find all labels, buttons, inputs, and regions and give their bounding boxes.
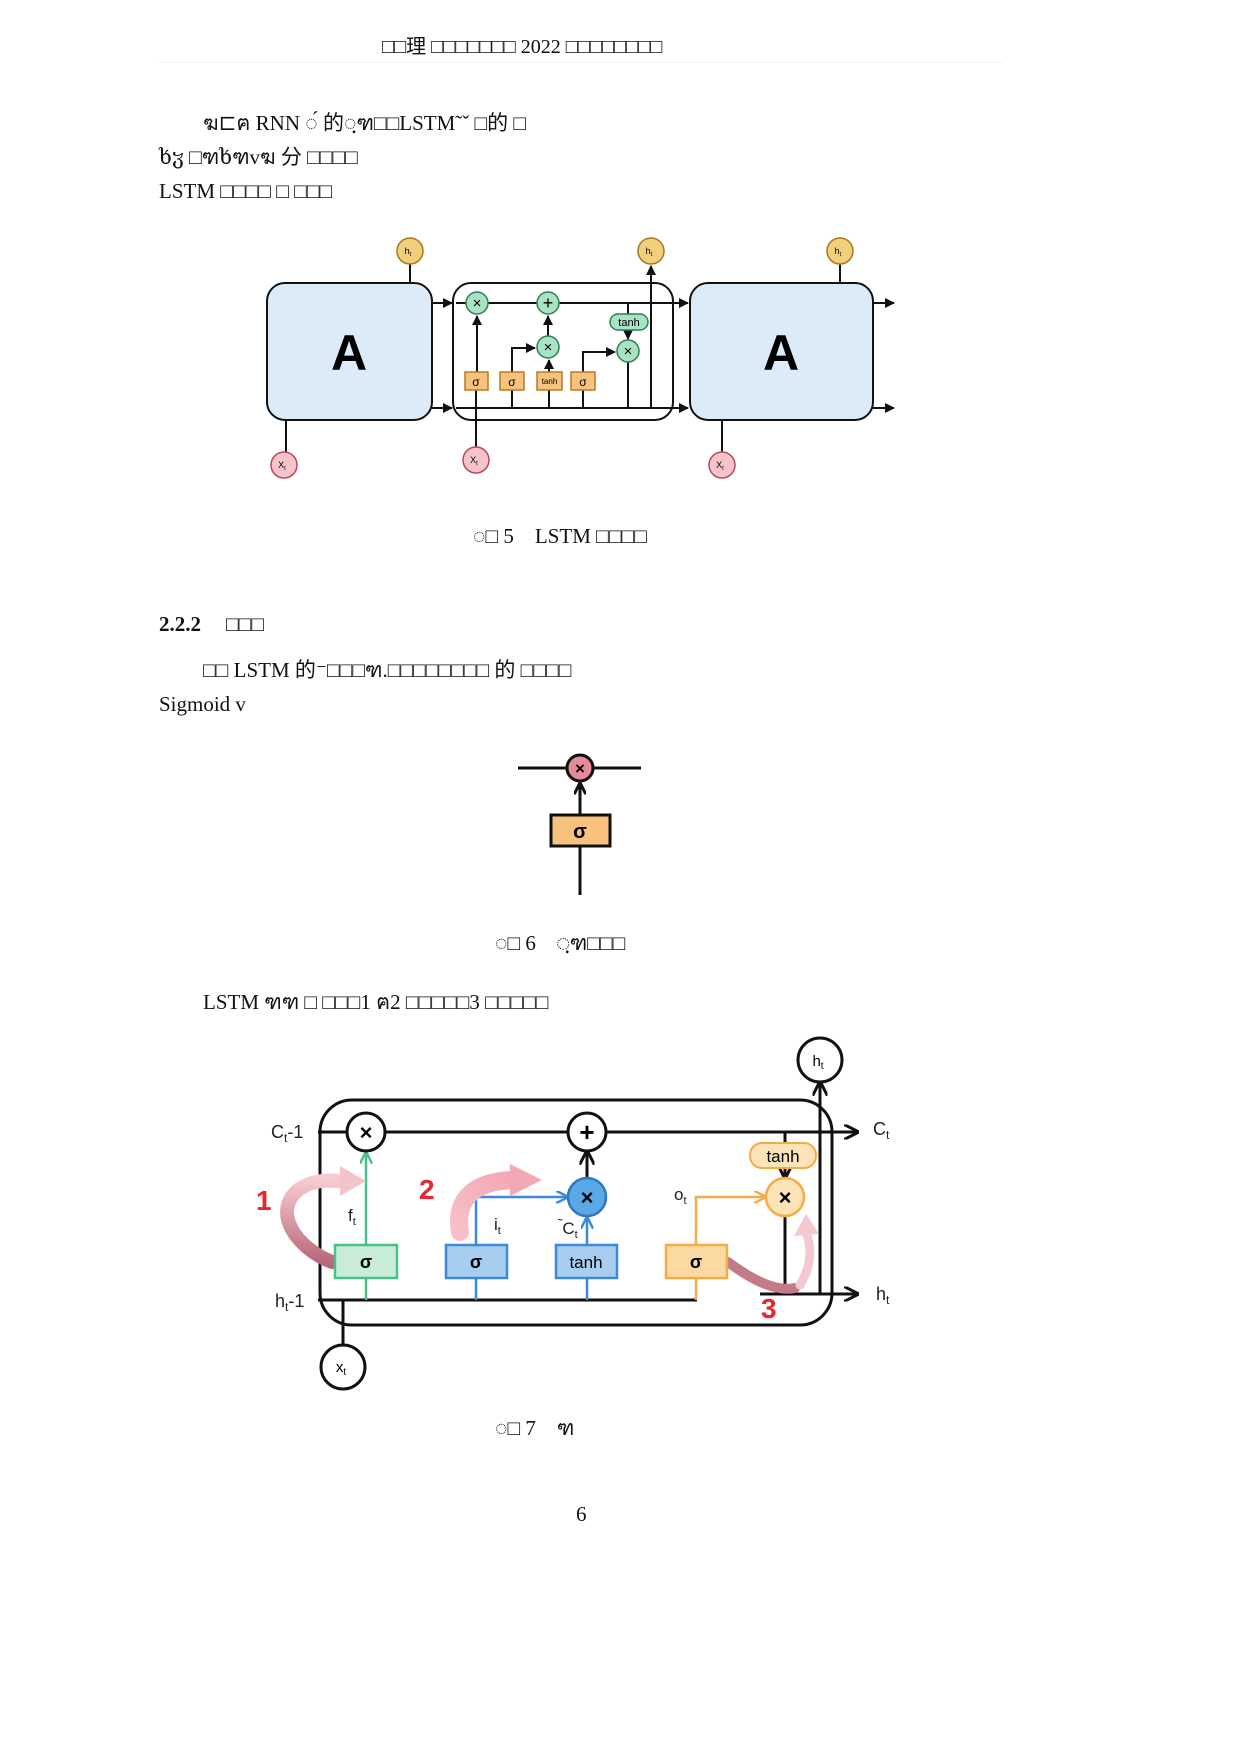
input-gate-box: σ [444, 1243, 509, 1280]
hidden-output-node: ht [637, 237, 665, 265]
multiply-node: × [536, 335, 560, 359]
sigma-label: σ [472, 375, 480, 389]
multiply-symbol: × [624, 343, 633, 360]
tanh-label: tanh [618, 317, 639, 329]
tanh-node: tanh [749, 1142, 817, 1169]
x-input-node: xt [319, 1343, 367, 1391]
output-gate-line [694, 1197, 764, 1245]
right-repeating-block [689, 282, 874, 421]
input-node: Xt [462, 446, 490, 474]
c-prev-label: Ct-1 [271, 1122, 303, 1145]
left-block-label: A [331, 325, 367, 381]
paragraph-1-line-3: LSTM □□□□ □ □□□ [159, 179, 333, 203]
paragraph-2-line-2: Sigmoid v [159, 692, 246, 716]
output-multiply-node: × [764, 1176, 806, 1218]
input-multiply-node: × [566, 1176, 608, 1218]
h-top-label: ht [812, 1053, 823, 1072]
h-next-label: ht [876, 1284, 890, 1307]
multiply-symbol: × [473, 295, 482, 312]
h-label: ht [646, 246, 653, 258]
sigma-label: σ [579, 375, 587, 389]
add-node: + [536, 291, 560, 315]
paragraph-2-line-1: □□ LSTM 的⁻□□□ฑ.□□□□□□□□ 的 □□□□ [203, 658, 572, 682]
candidate-tanh-box: tanh [554, 1243, 619, 1280]
step-3-arrow [723, 1214, 819, 1294]
lstm-cell-body [318, 1098, 834, 1327]
x-input-label: xt [336, 1359, 347, 1378]
h-label: ht [405, 246, 412, 258]
figure-6-caption: ◌□ 6 ◌ฺฑ□□□ [495, 931, 626, 955]
page-number: 6 [576, 1502, 587, 1526]
forget-gate-label: ft [348, 1206, 356, 1228]
input-gate-line [511, 343, 536, 372]
right-block-label: A [763, 325, 799, 381]
input-node: Xt [270, 451, 298, 479]
section-title: □□□ [226, 612, 265, 636]
running-header: □□理 □□□□□□□ 2022 □□□□□□□□ [382, 36, 663, 58]
output-gate-box: σ [664, 1243, 729, 1280]
c-next-label: Ct [873, 1119, 890, 1142]
section-number: 2.2.2 [159, 612, 201, 636]
add-symbol: + [579, 1117, 594, 1147]
output-gate-label: ot [674, 1185, 687, 1207]
step-2-arrow [450, 1164, 542, 1241]
forget-gate-box: σ [333, 1243, 399, 1280]
paragraph-1-line-1: ฆ⊏ฅ RNN ◌́ 的◌ฺฑ□□LSTM˜ˇ □的 □ [203, 111, 527, 135]
add-symbol: + [543, 293, 554, 313]
sigma-gate-box: σ [464, 371, 489, 391]
tanh-label: tanh [542, 377, 558, 386]
tanh-label: tanh [766, 1147, 799, 1166]
forget-multiply-node: × [345, 1111, 387, 1153]
multiply-symbol: × [544, 339, 553, 356]
output-gate-line [582, 347, 616, 372]
multiply-symbol: × [779, 1185, 792, 1210]
step-number-1: 1 [256, 1185, 272, 1216]
figure-7-lstm-cell: × + × × tanh σ σ tanh σ ht xt Ct- [256, 1036, 890, 1391]
sigma-label: σ [573, 821, 587, 843]
figure-7-caption: ◌□ 7 ฑ [495, 1416, 575, 1440]
hidden-top-node: ht [796, 1036, 844, 1084]
sigma-label: σ [508, 375, 516, 389]
figure-5-lstm-chain: A × + × × tanh σ σ [266, 237, 895, 479]
header-rule [158, 62, 1003, 63]
multiply-symbol: × [581, 1185, 594, 1210]
input-node: Xt [708, 451, 736, 479]
paragraph-3: LSTM ฑฑ □ □□□1 ฅ2 □□□□□3 □□□□□ [203, 990, 549, 1014]
input-gate-label: it [494, 1215, 501, 1237]
step-number-3: 3 [761, 1293, 777, 1324]
h-prev-label: ht-1 [275, 1291, 304, 1314]
input-gate-line [474, 1197, 566, 1245]
hidden-output-node: ht [826, 237, 854, 265]
left-repeating-block [266, 282, 433, 421]
sigma-gate-box: σ [549, 813, 612, 848]
multiply-symbol: × [575, 759, 585, 778]
tanh-label: tanh [569, 1253, 602, 1272]
step-1-arrow [280, 1166, 366, 1269]
multiply-node: × [616, 339, 640, 363]
hidden-output-node: ht [396, 237, 424, 265]
sigma-label: σ [470, 1252, 482, 1272]
h-label: ht [835, 246, 842, 258]
sigma-gate-box: σ [499, 371, 525, 391]
figure-6-gate: × σ [518, 753, 641, 895]
sigma-label: σ [360, 1252, 372, 1272]
step-number-2: 2 [419, 1174, 435, 1205]
candidate-label: ˜Ct [557, 1216, 578, 1241]
paragraph-1-line-2: ხჳ □ฑხฑvฆ 分 □□□□ [159, 145, 358, 169]
sigma-label: σ [690, 1252, 702, 1272]
x-label: Xt [716, 460, 724, 472]
add-node: + [566, 1111, 608, 1153]
multiply-node: × [565, 753, 595, 783]
sigma-gate-box: σ [570, 371, 596, 391]
tanh-gate-box: tanh [536, 371, 563, 391]
figure-5-caption: ◌□ 5 LSTM □□□□ [473, 524, 647, 548]
multiply-symbol: × [360, 1120, 373, 1145]
multiply-node: × [465, 291, 489, 315]
x-label: Xt [278, 460, 286, 472]
tanh-node: tanh [609, 313, 649, 331]
x-label: Xt [470, 455, 478, 467]
